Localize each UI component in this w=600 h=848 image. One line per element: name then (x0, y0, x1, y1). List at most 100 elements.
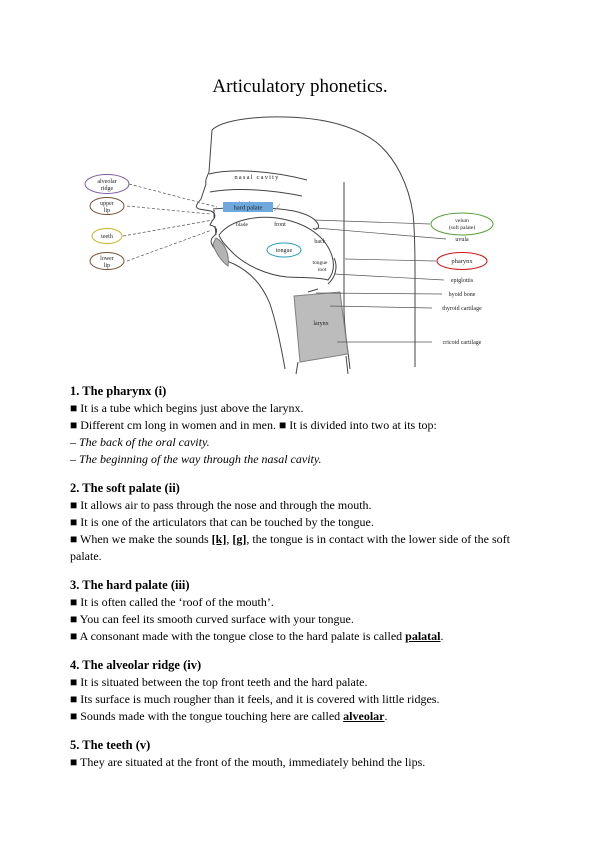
teeth-ellipse (91, 228, 123, 244)
face-profile (195, 129, 286, 370)
epiglottis-label: epiglottis (451, 278, 474, 284)
alveolar-ridge-label2: ridge (101, 186, 114, 192)
topic-section: 5. The teeth (v) ■ They are situated at t… (70, 737, 530, 771)
uvula-label: uvula (455, 237, 469, 243)
larynx-shape (293, 291, 349, 363)
velum-ellipse (430, 212, 494, 236)
emphasized-text: – The back of the oral cavity. (70, 435, 210, 449)
section-line: ■ It is one of the articulators that can… (70, 514, 530, 531)
section-heading: 1. The pharynx (i) (70, 384, 167, 398)
right-labels: velum (soft palate) uvula pharynx epiglo… (430, 212, 494, 346)
section-line: ■ Its surface is much rougher than it fe… (70, 691, 530, 708)
tongue-root-label2: root (318, 267, 327, 273)
topic-section: 4. The alveolar ridge (iv) ■ It is situat… (70, 657, 530, 725)
tongue-label: tongue (276, 248, 293, 254)
head-outline-group (195, 116, 416, 375)
body-text: . (384, 709, 388, 723)
section-line: ■ A consonant made with the tongue close… (70, 628, 530, 645)
section-line: ■ Different cm long in women and in men.… (70, 417, 530, 434)
leader-uvula (315, 227, 447, 240)
leader-lines-left (122, 183, 218, 262)
section-heading: 4. The alveolar ridge (iv) (70, 658, 202, 672)
skull-outline (211, 116, 416, 367)
jaw-shade (212, 237, 229, 267)
leader-hyoid-bone (315, 292, 443, 295)
lower-lip-label: lower (100, 256, 114, 262)
section-line: ■ It is often called the ‘roof of the mo… (70, 594, 530, 611)
center-labels: nasal cavity hard palate blade front bac… (223, 174, 329, 327)
section-line: ■ It is a tube which begins just above t… (70, 400, 530, 417)
leader-lines-right (313, 219, 447, 343)
body-text: ■ A consonant made with the tongue close… (70, 629, 406, 643)
emphasized-text: [g] (232, 532, 247, 546)
body-text: , the tongue is in contact with the lowe… (70, 532, 510, 563)
nasal-cavity-label: nasal cavity (234, 174, 279, 181)
body-text: ■ It is one of the articulators that can… (70, 515, 374, 529)
lower-teeth (214, 225, 217, 236)
body-text: ■ It allows air to pass through the nose… (70, 498, 372, 512)
upper-lip-label2: lip (104, 208, 110, 214)
section-line: – The beginning of the way through the n… (70, 451, 530, 468)
body-text: ■ Its surface is much rougher than it fe… (70, 692, 440, 706)
trachea-line-left (295, 361, 299, 375)
emphasized-text: palatal (405, 629, 441, 643)
emphasized-text: – The beginning of the way through the n… (70, 452, 322, 466)
body-text: ■ It is situated between the top front t… (70, 675, 368, 689)
topic-section: 3. The hard palate (iii) ■ It is often ca… (70, 577, 530, 645)
hard-palate-label: hard palate (234, 205, 263, 212)
leader-upper-lip (126, 205, 211, 215)
section-line: ■ Sounds made with the tongue touching h… (70, 708, 530, 725)
section-heading: 2. The soft palate (ii) (70, 481, 180, 495)
nasal-cavity-mid-line (209, 189, 303, 197)
section-heading: 5. The teeth (v) (70, 738, 151, 752)
section-line: ■ It is situated between the top front t… (70, 674, 530, 691)
topic-section: 2. The soft palate (ii) ■ It allows air t… (70, 480, 530, 565)
section-line: ■ It allows air to pass through the nose… (70, 497, 530, 514)
tongue-root-label1: tongue (313, 260, 329, 266)
tongue-ellipse (266, 242, 302, 258)
trachea-line-right (345, 355, 349, 375)
emphasized-text: [k] (211, 532, 227, 546)
nasal-cavity-top-line (208, 170, 308, 181)
emphasized-text: alveolar (343, 709, 385, 723)
body-text: ■ You can feel its smooth curved surface… (70, 612, 354, 626)
velum-label2: (soft palate) (449, 224, 476, 231)
lower-lip-ellipse (89, 252, 125, 270)
head-cross-section-svg: alveolar ridge upper lip teeth lower lip… (84, 116, 494, 375)
body-text: ■ Different cm long in women and in men.… (70, 418, 437, 432)
body-text: ■ It is often called the ‘roof of the mo… (70, 595, 274, 609)
leader-pharynx (344, 258, 437, 262)
leader-lower-lip (126, 229, 213, 262)
leader-velum (313, 219, 431, 225)
epiglottis-shape (327, 257, 337, 285)
alveolar-ridge-ellipse (84, 174, 130, 194)
hard-palate-highlight (223, 202, 273, 212)
section-line: ■ When we make the sounds [k], [g], the … (70, 531, 530, 565)
upper-lip-ellipse (89, 197, 125, 215)
velum-label: velum (455, 218, 469, 224)
vocal-tract-diagram: alveolar ridge upper lip teeth lower lip… (80, 114, 600, 381)
leader-epiglottis (333, 273, 445, 281)
pharynx-ellipse (436, 252, 488, 270)
cricoid-cartilage-label: cricoid cartilage (443, 340, 482, 346)
topic-section: 1. The pharynx (i) ■ It is a tube which b… (70, 383, 530, 468)
back-label: back (314, 239, 325, 245)
body-text: . (440, 629, 444, 643)
front-label: front (274, 221, 286, 228)
body-text: ■ They are situated at the front of the … (70, 755, 426, 769)
left-labels: alveolar ridge upper lip teeth lower lip (84, 174, 130, 270)
body-text: ■ When we make the sounds (70, 532, 212, 546)
section-line: – The back of the oral cavity. (70, 434, 530, 451)
pharynx-label: pharynx (451, 258, 473, 265)
section-heading: 3. The hard palate (iii) (70, 578, 190, 592)
alveolar-ridge-label: alveolar (97, 179, 116, 185)
tongue-outline (218, 216, 334, 281)
hyoid-bone-shape (307, 288, 319, 293)
body-text: , (226, 532, 233, 546)
lower-lip-label2: lip (104, 263, 110, 269)
larynx-label: larynx (313, 321, 328, 327)
section-line: ■ They are situated at the front of the … (70, 754, 530, 771)
sections-container: 1. The pharynx (i) ■ It is a tube which b… (70, 383, 530, 771)
leader-thyroid-cartilage (329, 305, 433, 309)
